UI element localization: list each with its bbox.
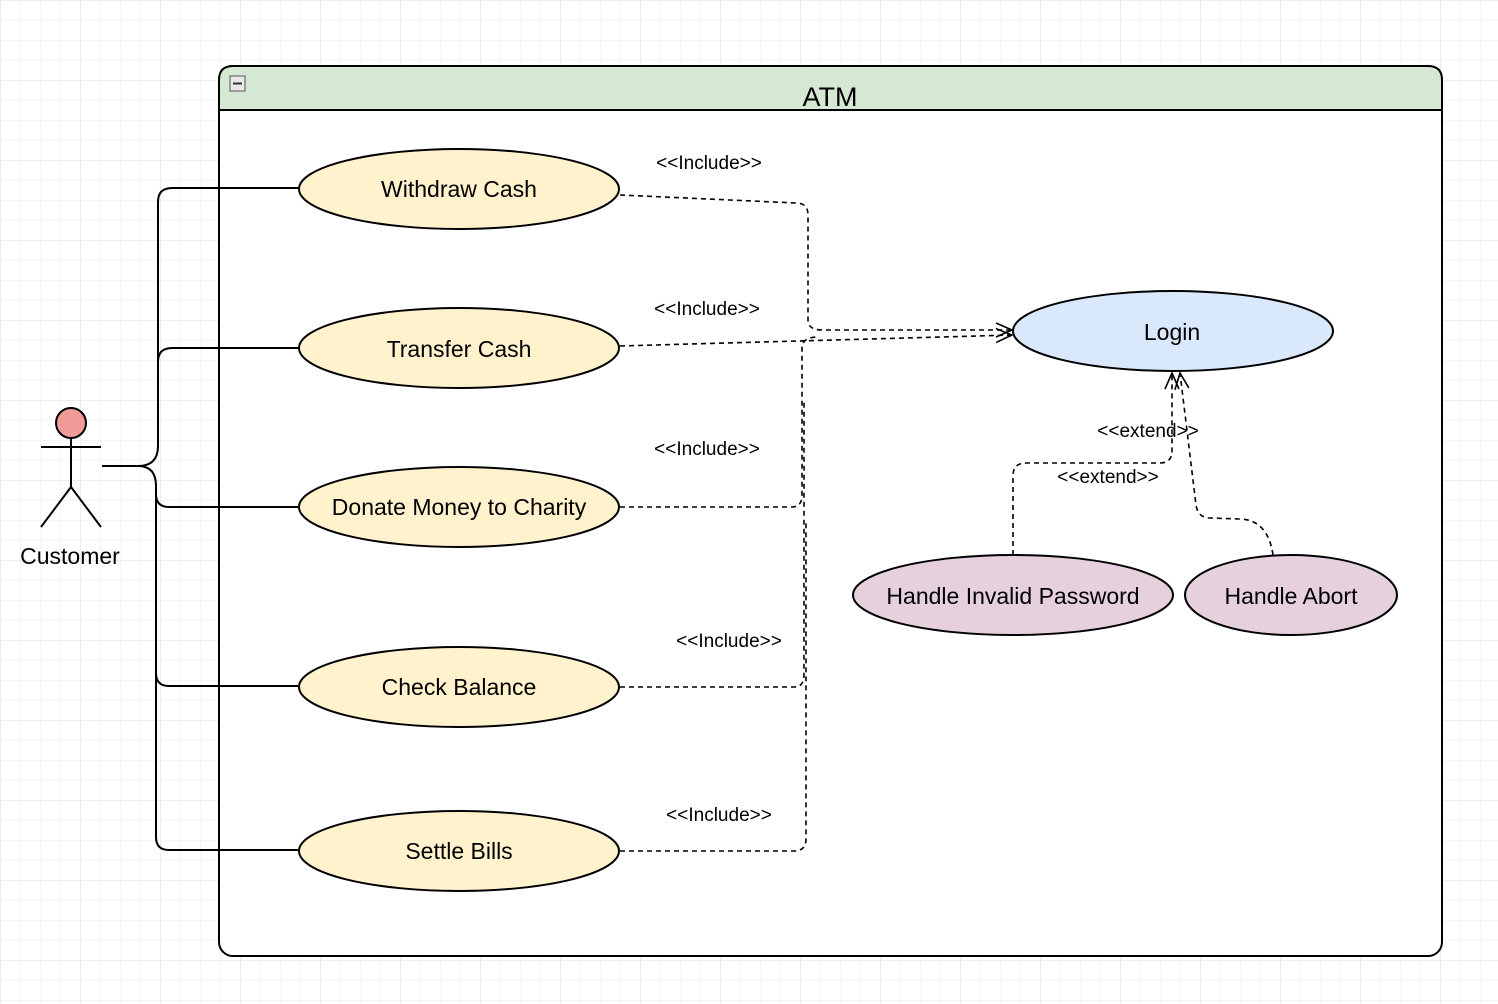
use-case-label: Check Balance — [382, 674, 537, 700]
use-case-label: Handle Abort — [1225, 583, 1359, 609]
use-case-label: Handle Invalid Password — [886, 583, 1139, 609]
include-label-bills: <<Include>> — [666, 805, 772, 826]
include-dependencies — [619, 194, 1014, 852]
extend-label-lower: <<extend>> — [1057, 467, 1158, 488]
include-label-balance: <<Include>> — [676, 631, 782, 652]
use-case-check-balance[interactable]: Check Balance — [298, 646, 620, 728]
use-case-label: Login — [1144, 319, 1200, 345]
system-title: ATM — [803, 82, 858, 112]
extend-label-upper: <<extend>> — [1097, 421, 1198, 442]
include-bills-to-login — [620, 520, 807, 852]
include-label-donate: <<Include>> — [654, 439, 760, 460]
include-balance-to-login — [620, 400, 805, 688]
include-donate-to-login — [620, 336, 817, 508]
association-lines — [102, 187, 298, 851]
system-boundary-atm[interactable]: ATM — [218, 65, 1443, 957]
use-case-handle-invalid-password[interactable]: Handle Invalid Password — [852, 554, 1174, 636]
actor-label: Customer — [20, 543, 120, 569]
use-case-label: Donate Money to Charity — [332, 494, 587, 520]
extend-invalid-password-to-login — [1012, 371, 1180, 555]
use-case-login[interactable]: Login — [1012, 290, 1334, 372]
include-label-withdraw: <<Include>> — [656, 153, 762, 174]
use-case-settle-bills[interactable]: Settle Bills — [298, 810, 620, 892]
association-transfer-cash — [157, 347, 298, 363]
include-transfer-to-login — [619, 327, 1014, 347]
association-withdraw-cash — [102, 187, 298, 467]
use-case-withdraw-cash[interactable]: Withdraw Cash — [298, 148, 620, 230]
use-case-label: Withdraw Cash — [381, 176, 537, 202]
use-case-label: Settle Bills — [405, 838, 512, 864]
actor-right-leg — [70, 486, 102, 528]
extend-abort-to-login — [1174, 371, 1274, 556]
include-label-transfer: <<Include>> — [654, 299, 760, 320]
include-withdraw-to-login — [619, 194, 1014, 338]
use-case-transfer-cash[interactable]: Transfer Cash — [298, 307, 620, 389]
minus-icon[interactable] — [229, 75, 246, 92]
extend-dependencies — [1012, 371, 1274, 556]
actor-head — [55, 407, 87, 439]
actor-customer[interactable]: Customer — [20, 407, 120, 569]
association-settle-bills — [155, 673, 298, 851]
use-case-handle-abort[interactable]: Handle Abort — [1184, 554, 1398, 636]
actor-left-leg — [40, 486, 72, 528]
use-case-label: Transfer Cash — [387, 336, 532, 362]
system-header — [218, 65, 1443, 111]
use-case-donate-money-to-charity[interactable]: Donate Money to Charity — [298, 466, 620, 548]
